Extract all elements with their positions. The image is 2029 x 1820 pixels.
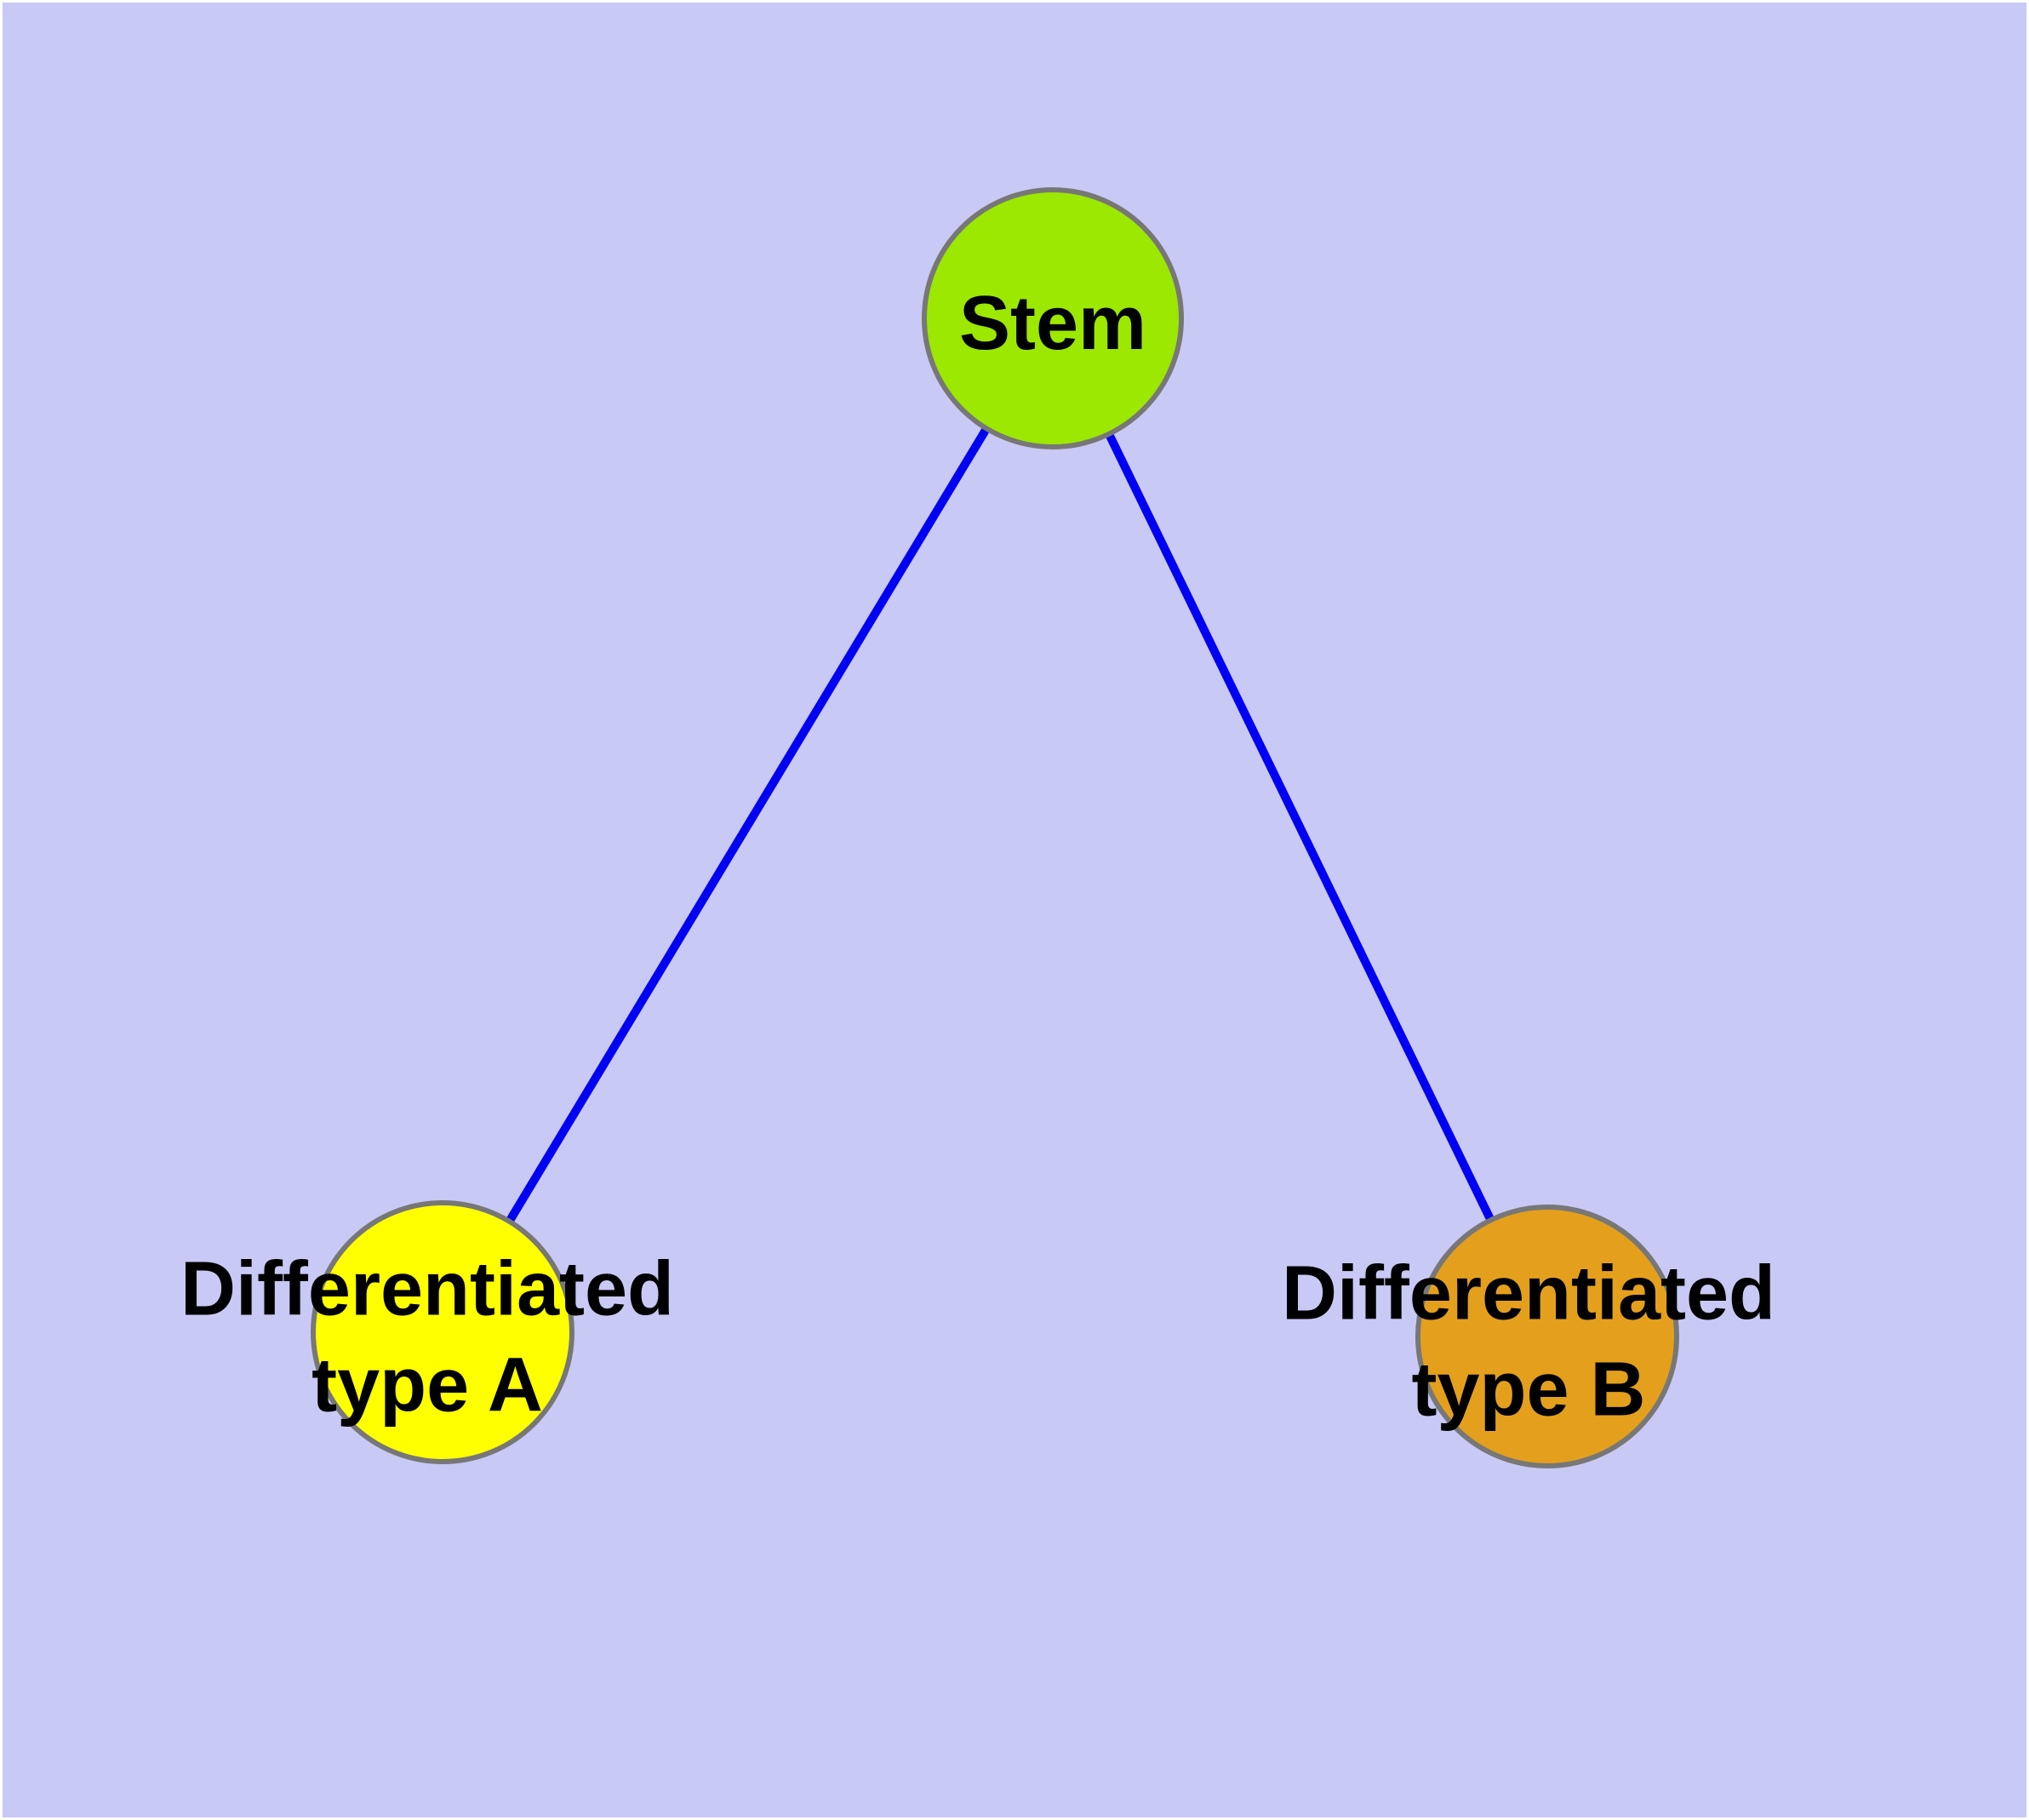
node-label-line: type B [1411,1348,1645,1433]
node-label-line: Differentiated [180,1247,674,1332]
node-stem [922,187,1184,449]
node-label-differentiated-type-b: Differentiated type B [1282,1251,1775,1433]
edges-layer [438,316,1552,1339]
edge-stem-to-differentiated-type-b [1049,316,1552,1339]
node-differentiated-type-a [311,1200,574,1464]
node-label-line: type A [311,1343,543,1428]
node-differentiated-type-b [1415,1205,1679,1468]
node-label-line: Stem [959,281,1146,366]
nodes-layer [311,187,1679,1468]
node-label-line: Differentiated [1282,1251,1775,1336]
node-label-stem: Stem [959,281,1146,366]
edge-stem-to-differentiated-type-a [438,316,1057,1335]
node-label-differentiated-type-a: Differentiated type A [180,1247,674,1428]
